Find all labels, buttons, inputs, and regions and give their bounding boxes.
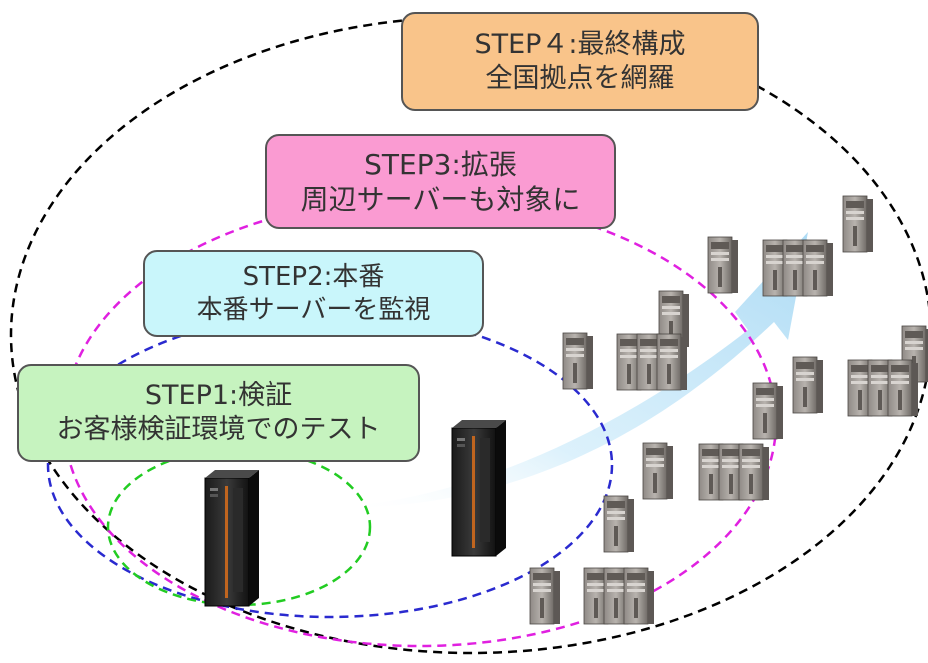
step3-title: STEP3:拡張 — [364, 147, 517, 181]
tower-server-icon — [707, 236, 739, 294]
tower-server-icon — [763, 240, 833, 296]
step3-label-box: STEP3:拡張 周辺サーバーも対象に — [265, 134, 616, 229]
step4-label-box: STEP４:最終構成 全国拠点を網羅 — [401, 12, 759, 111]
tower-server-icon — [562, 332, 594, 390]
step4-subtitle: 全国拠点を網羅 — [485, 62, 675, 94]
step1-label-box: STEP1:検証 お客様検証環境でのテスト — [17, 364, 420, 462]
tower-server-icon — [848, 360, 918, 416]
tower-server-icon — [792, 356, 824, 414]
tower-server-icon — [529, 567, 561, 625]
step2-ring — [46, 311, 614, 619]
tower-server-icon — [752, 382, 784, 440]
rack-server-icon — [204, 469, 260, 607]
tower-server-icon — [584, 568, 654, 624]
step2-label-box: STEP2:本番 本番サーバーを監視 — [143, 250, 484, 337]
step2-subtitle: 本番サーバーを監視 — [196, 294, 431, 325]
growth-arrow-icon — [330, 232, 808, 509]
step4-title: STEP４:最終構成 — [474, 28, 686, 60]
rack-server-icon — [451, 419, 507, 557]
step3-subtitle: 周辺サーバーも対象に — [300, 182, 581, 216]
tower-server-icon — [603, 495, 635, 553]
step2-title: STEP2:本番 — [242, 262, 385, 292]
step1-title: STEP1:検証 — [144, 380, 293, 412]
tower-server-icon — [642, 442, 674, 500]
tower-server-icon — [699, 444, 769, 500]
step1-subtitle: お客様検証環境でのテスト — [56, 414, 381, 445]
tower-server-icon — [617, 334, 687, 390]
tower-server-icon — [842, 195, 874, 253]
